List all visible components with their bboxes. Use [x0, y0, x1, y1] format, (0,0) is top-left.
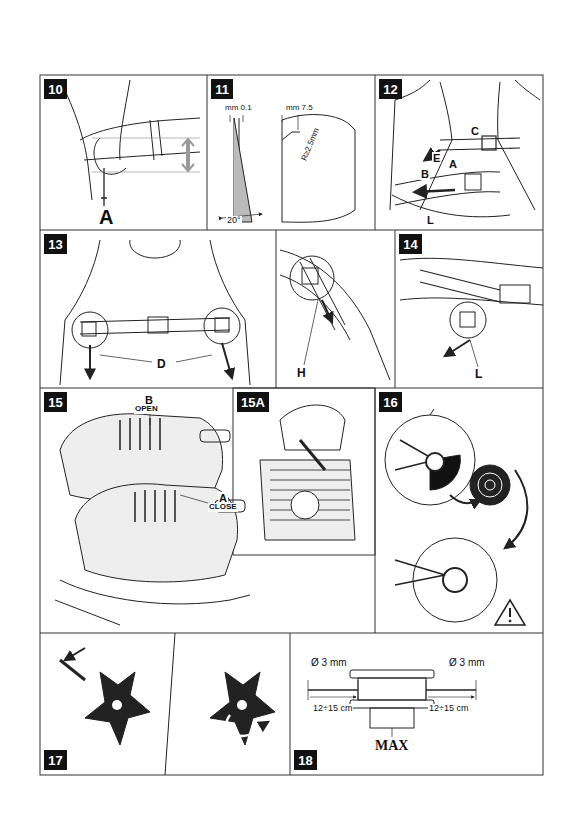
figure-number: 16 — [379, 392, 402, 412]
figure-number-text: 15A — [241, 395, 265, 410]
callout-label: CLOSE — [208, 503, 238, 512]
callout-label: R≥2.5mm — [300, 126, 322, 163]
figure-number: 13 — [44, 234, 67, 254]
figure-number: 15 — [44, 392, 67, 412]
callout-label: Ø 3 mm — [310, 657, 348, 668]
figure-number: 11 — [211, 79, 233, 99]
callout-label: C — [470, 125, 480, 137]
callout-label: L — [474, 368, 483, 381]
figure-number-text: 17 — [48, 753, 62, 768]
callout-label: 12÷15 cm — [312, 704, 353, 714]
callout-label: A — [98, 206, 114, 228]
callout-label: mm 7.5 — [285, 104, 314, 113]
callout-label: mm 0.1 — [224, 104, 253, 113]
callout-label: Ø 3 mm — [448, 657, 486, 668]
figure-number: 10 — [44, 79, 67, 99]
figure-number-text: 18 — [298, 753, 312, 768]
figure-number: 15A — [237, 392, 269, 412]
figure-number: 12 — [379, 79, 402, 99]
figure-number-text: 10 — [48, 82, 62, 97]
callout-label: 20° — [226, 216, 242, 226]
figure-number-text: 16 — [383, 395, 397, 410]
callout-label: E — [432, 152, 441, 164]
callout-label: MAX — [374, 738, 409, 753]
callout-label: B — [420, 168, 430, 180]
figure-number: 17 — [44, 750, 67, 770]
figure-number-text: 11 — [215, 82, 229, 97]
callout-label: D — [156, 358, 167, 371]
callout-label: H — [296, 367, 307, 380]
callout-label: A — [448, 158, 458, 170]
callout-label: OPEN — [134, 405, 159, 414]
figure-number-text: 15 — [48, 395, 62, 410]
callout-label: 12÷15 cm — [428, 704, 469, 714]
figure-number: 14 — [399, 234, 422, 254]
callout-label: L — [426, 214, 435, 226]
figure-number: 18 — [294, 750, 317, 770]
figure-number-text: 14 — [403, 237, 417, 252]
figure-number-text: 12 — [383, 82, 397, 97]
figure-number-text: 13 — [48, 237, 62, 252]
